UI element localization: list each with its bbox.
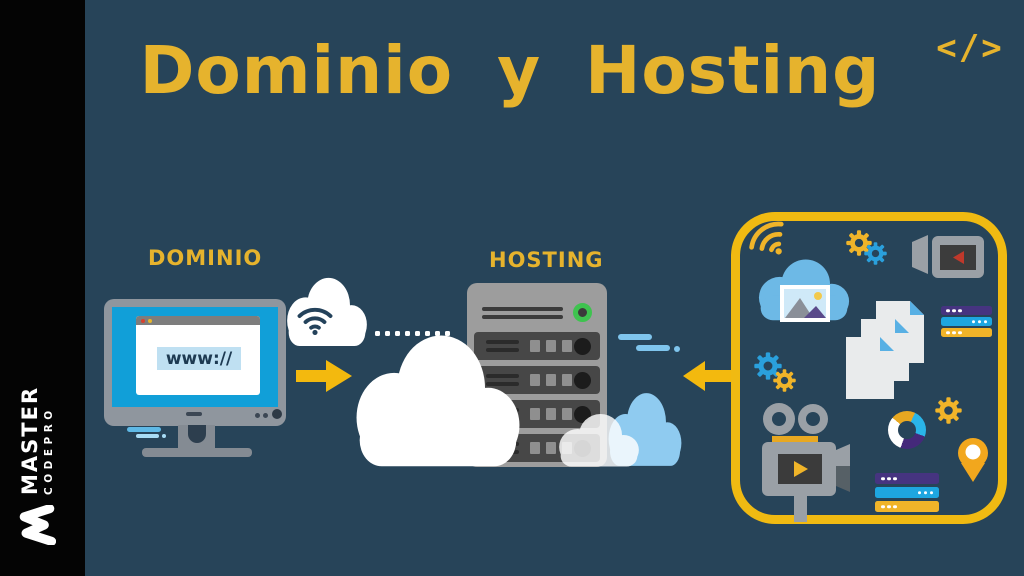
server-unit (474, 332, 600, 360)
speed-dot (674, 346, 680, 352)
monitor-led (263, 413, 268, 418)
arrow-right-icon (296, 360, 352, 392)
server-power-led (573, 303, 592, 322)
server-bars-icon (941, 306, 992, 337)
m-logo-icon (19, 505, 56, 545)
browser-titlebar (136, 316, 260, 325)
browser-minimize-dot (148, 319, 152, 323)
gear-icon (935, 397, 962, 424)
brand-subname: CODEPRO (42, 406, 55, 495)
content-panel (731, 212, 1007, 524)
monitor-base (142, 448, 252, 457)
url-text: www:// (165, 348, 233, 369)
image-cloud-icon (758, 259, 850, 322)
documents-icon (846, 301, 924, 399)
page-title: Dominio y Hosting (139, 32, 881, 109)
movie-camera-icon (762, 403, 850, 522)
server-vent-line (482, 315, 563, 319)
address-bar: www:// (157, 347, 241, 370)
code-icon: </> (936, 28, 1004, 68)
hosting-label: HOSTING (489, 248, 604, 272)
server-unit (474, 366, 600, 394)
server-bars-icon (875, 473, 939, 512)
cloud-icon (344, 328, 532, 470)
location-pin-icon (958, 438, 988, 482)
donut-chart-hole (898, 421, 916, 439)
wifi-icon (296, 304, 334, 335)
monitor-stand-slot (188, 425, 206, 443)
dotted-connector (375, 331, 450, 336)
server-vent-line (482, 307, 563, 311)
brand-logo: MASTER CODEPRO (14, 385, 60, 545)
brand-sidebar: MASTER CODEPRO (0, 0, 85, 576)
speed-dash (636, 345, 670, 351)
video-camera-icon (912, 235, 984, 278)
arrow-left-icon (683, 361, 733, 391)
browser-close-dot (141, 319, 145, 323)
cloud-icon (553, 411, 645, 468)
gear-icon (864, 242, 887, 265)
brand-name: MASTER (18, 385, 43, 495)
domain-label: DOMINIO (148, 246, 263, 270)
speed-dash (618, 334, 652, 340)
gear-icon (773, 369, 796, 392)
speed-dot (162, 434, 166, 438)
monitor-led (255, 413, 260, 418)
speed-dash (127, 427, 161, 432)
monitor-notch (186, 412, 202, 416)
speed-dash (136, 434, 159, 438)
monitor-power-button (272, 409, 282, 419)
